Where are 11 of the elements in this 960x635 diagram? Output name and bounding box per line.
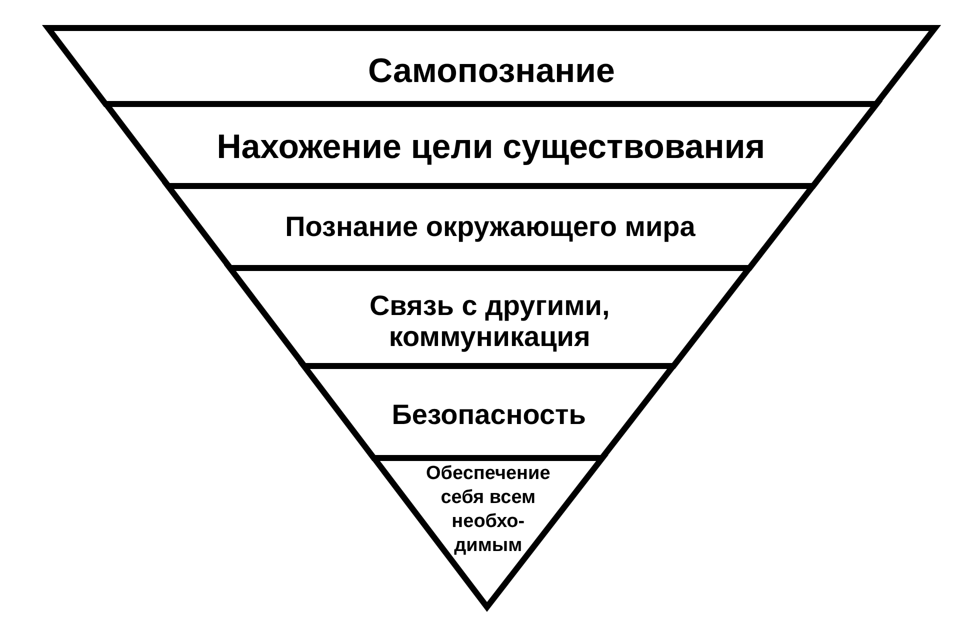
tier-label: Безопасность	[392, 398, 586, 432]
pyramid-tier	[297, 361, 680, 463]
pyramid-tier	[367, 453, 610, 612]
pyramid-tier	[222, 263, 756, 371]
tier-label: Самопознание	[368, 52, 615, 92]
pyramid-tier	[160, 181, 820, 273]
tier-label: Обеспечение себя всем необхо- димым	[424, 462, 552, 558]
tier-label: Нахожение цели существования	[216, 128, 766, 168]
tier-label: Связь с другими, коммуникация	[368, 291, 611, 353]
pyramid-tier	[41, 23, 942, 109]
tier-label: Познание окружающего мира	[285, 210, 696, 244]
